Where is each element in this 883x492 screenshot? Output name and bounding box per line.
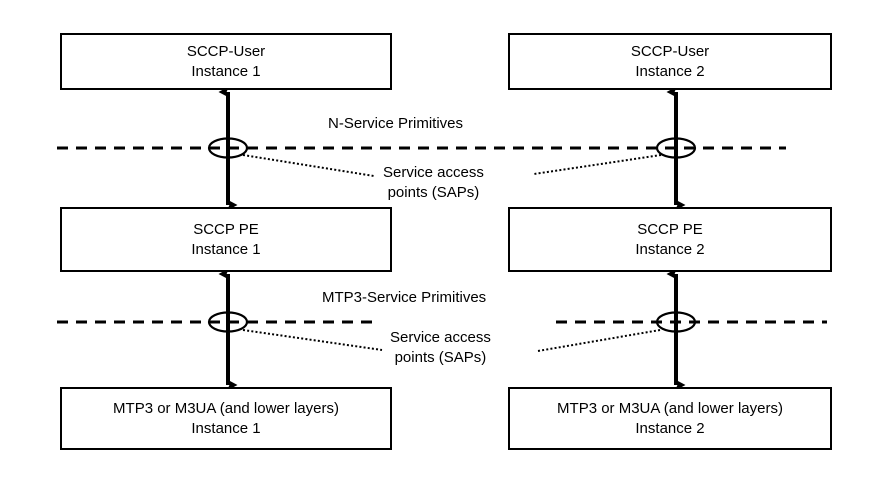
sap-upper-left-icon: [207, 137, 249, 159]
sap-upper-right-icon: [655, 137, 697, 159]
sap-lower-left-icon: [207, 311, 249, 333]
leader-lower-left: [242, 329, 383, 351]
boundary-line-group: [57, 146, 827, 324]
box-mtp3-2-line1: MTP3 or M3UA (and lower layers): [557, 399, 783, 417]
leader-upper-left: [242, 154, 375, 177]
box-sccp-pe-1-line1: SCCP PE: [193, 220, 259, 238]
label-sap-callout-lower: Service access points (SAPs): [390, 328, 491, 368]
box-sccp-user-2: SCCP-User Instance 2: [508, 33, 832, 90]
box-mtp3-2: MTP3 or M3UA (and lower layers) Instance…: [508, 387, 832, 450]
label-mtp3-service-primitives: MTP3-Service Primitives: [322, 288, 486, 308]
label-n-service-primitives-text: N-Service Primitives: [328, 115, 464, 132]
label-sap-callout-lower-line2: points (SAPs): [394, 349, 487, 366]
box-mtp3-1-line1: MTP3 or M3UA (and lower layers): [113, 399, 339, 417]
box-sccp-pe-2: SCCP PE Instance 2: [508, 207, 832, 272]
box-mtp3-1: MTP3 or M3UA (and lower layers) Instance…: [60, 387, 392, 450]
label-n-service-primitives: N-Service Primitives: [328, 114, 463, 134]
box-sccp-pe-2-line2: Instance 2: [635, 240, 705, 258]
label-sap-callout-upper-line1: Service access: [383, 164, 484, 181]
label-sap-callout-upper-line2: points (SAPs): [387, 184, 480, 201]
box-sccp-user-1-line1: SCCP-User: [186, 42, 266, 60]
box-sccp-user-2-line1: SCCP-User: [630, 42, 710, 60]
box-sccp-pe-2-line1: SCCP PE: [637, 220, 703, 238]
box-sccp-pe-1: SCCP PE Instance 1: [60, 207, 392, 272]
box-sccp-user-2-line2: Instance 2: [635, 62, 705, 80]
sap-lower-right-icon: [655, 311, 697, 333]
leader-lower-right: [537, 329, 661, 352]
label-sap-callout-lower-line1: Service access: [390, 329, 491, 346]
box-sccp-user-1-line2: Instance 1: [191, 62, 261, 80]
leader-line-group: [242, 154, 662, 352]
leader-upper-right: [533, 154, 662, 175]
arrow-group: [218, 86, 686, 391]
label-mtp3-service-primitives-text: MTP3-Service Primitives: [322, 289, 487, 306]
box-mtp3-2-line2: Instance 2: [635, 419, 705, 437]
sap-marker-group: [207, 137, 697, 333]
box-mtp3-1-line2: Instance 1: [191, 419, 261, 437]
label-sap-callout-upper: Service access points (SAPs): [383, 163, 484, 203]
box-sccp-user-1: SCCP-User Instance 1: [60, 33, 392, 90]
box-sccp-pe-1-line2: Instance 1: [191, 240, 261, 258]
